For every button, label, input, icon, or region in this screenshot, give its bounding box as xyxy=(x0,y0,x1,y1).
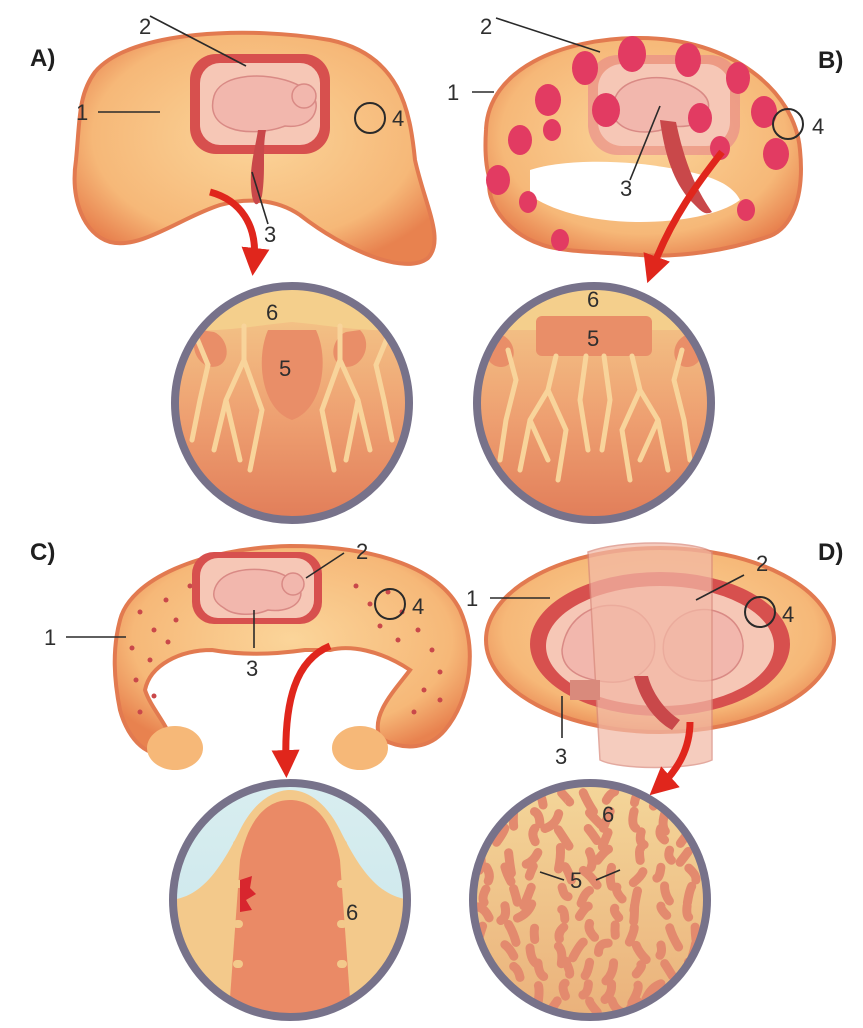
panel-c-label-1: 1 xyxy=(44,625,56,650)
panel-b-label-2: 2 xyxy=(480,14,492,39)
panel-d-villus xyxy=(683,982,694,996)
panel-d-villus xyxy=(657,867,661,878)
panel-d-villus xyxy=(687,906,689,917)
panel-a-magnified-view xyxy=(170,280,420,530)
panel-d-villus xyxy=(483,810,485,821)
panel-d-villus xyxy=(483,889,486,902)
panel-d-villus xyxy=(640,848,641,860)
panel-a-letter: A) xyxy=(30,45,55,72)
panel-d-villus xyxy=(640,832,644,845)
panel-b-letter: B) xyxy=(818,47,843,74)
panel-d-villus xyxy=(559,927,564,939)
panel-c-label-2: 2 xyxy=(356,539,368,564)
panel-d-villus xyxy=(660,945,662,955)
panel-d-villus xyxy=(687,792,692,811)
panel-d-villus xyxy=(585,962,590,975)
panel-d-villus xyxy=(562,793,570,802)
panel-b-magnified-view xyxy=(470,280,720,530)
panel-d-label-3: 3 xyxy=(555,744,567,769)
panel-d-villus xyxy=(566,961,570,974)
panel-a-label-4: 4 xyxy=(392,106,404,131)
panel-b: B) 2 1 3 4 6 5 xyxy=(447,14,843,530)
panel-b-label-1: 1 xyxy=(447,80,459,105)
panel-d-villus xyxy=(614,908,618,917)
panel-d-letter: D) xyxy=(818,539,843,566)
panel-d-villus xyxy=(590,852,593,868)
panel-d-villus xyxy=(538,986,539,1001)
panel-d-villus xyxy=(505,795,508,812)
panel-c-label-6: 6 xyxy=(346,900,358,925)
panel-d-villus xyxy=(633,811,636,828)
panel-d-villus xyxy=(481,981,490,997)
panel-d-villus xyxy=(486,867,489,881)
panel-d-magnified-view xyxy=(466,776,716,1026)
panel-d-villus xyxy=(634,906,635,922)
panel-d-villus xyxy=(477,947,479,964)
panel-d-villus xyxy=(636,965,641,974)
panel-d-villus xyxy=(602,833,608,847)
panel-c-arrow xyxy=(286,646,330,764)
panel-d-villus xyxy=(660,828,665,840)
panel-d-villus xyxy=(535,812,540,824)
panel-a-fetus xyxy=(213,76,317,131)
panel-d-label-2: 2 xyxy=(756,551,768,576)
panel-d-villus xyxy=(669,850,672,860)
panel-d-villus xyxy=(529,866,533,876)
panel-d-villus xyxy=(610,867,611,886)
panel-c-magnified-view xyxy=(166,776,416,1026)
panel-d-label-1: 1 xyxy=(466,586,478,611)
panel-a-label-1: 1 xyxy=(76,100,88,125)
panel-c-letter: C) xyxy=(30,539,55,566)
panel-d-villus xyxy=(509,1002,520,1017)
panel-d-villus xyxy=(505,867,511,882)
panel-c-label-4: 4 xyxy=(412,594,424,619)
panel-a: A) 2 1 3 4 6 5 xyxy=(30,14,435,530)
panel-c-fetus xyxy=(214,569,304,614)
panel-c-label-3: 3 xyxy=(246,656,258,681)
panel-a-label-5: 5 xyxy=(279,356,291,381)
panel-d-villus xyxy=(670,1000,683,1015)
panel-d-villus xyxy=(483,793,488,803)
panel-d-villus xyxy=(559,848,561,870)
panel-d-villus xyxy=(501,906,506,921)
panel-d-label-5: 5 xyxy=(570,868,582,893)
panel-d-villus xyxy=(563,983,565,996)
panel-a-label-2: 2 xyxy=(139,14,151,39)
panel-d: D) 2 1 3 4 6 5 xyxy=(466,539,843,1026)
panel-b-label-4: 4 xyxy=(812,114,824,139)
panel-d-villus xyxy=(695,811,700,820)
panel-d-label-4: 4 xyxy=(782,602,794,627)
panel-d-villus xyxy=(665,886,670,901)
panel-d-villus xyxy=(682,1003,692,1015)
panel-a-label-3: 3 xyxy=(264,222,276,247)
panel-d-villus xyxy=(629,928,634,942)
panel-d-villus xyxy=(562,910,565,920)
panel-d-villus xyxy=(514,889,518,903)
panel-a-label-6: 6 xyxy=(266,300,278,325)
panel-b-label-3: 3 xyxy=(620,176,632,201)
panel-d-villus xyxy=(480,1000,486,1010)
panel-d-decidua-band xyxy=(588,543,712,768)
panel-d-villus xyxy=(533,828,535,841)
panel-d-villus xyxy=(473,963,480,978)
panel-b-label-5: 5 xyxy=(587,326,599,351)
panel-b-label-6: 6 xyxy=(587,287,599,312)
panel-d-label-6: 6 xyxy=(602,802,614,827)
panel-d-villus xyxy=(687,886,691,903)
panel-c: C) 2 1 3 4 xyxy=(30,539,470,1026)
